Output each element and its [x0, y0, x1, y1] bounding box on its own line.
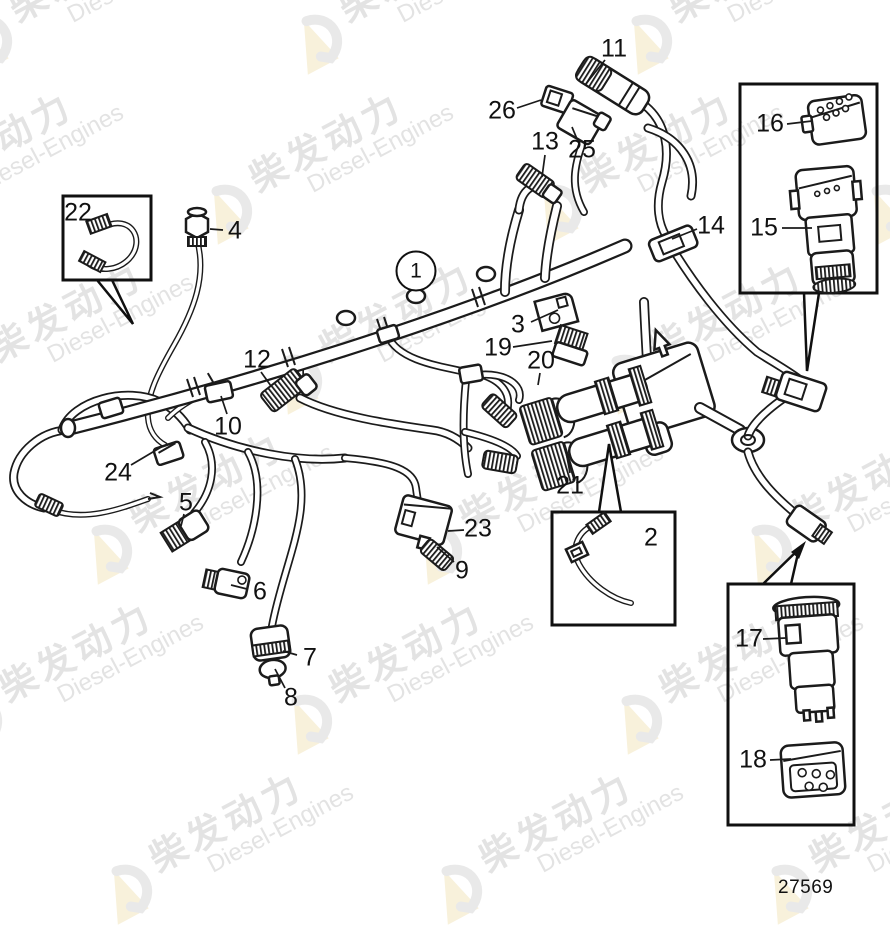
left-branch-connectors — [34, 368, 318, 687]
main-harness-trunks — [14, 104, 799, 626]
connector-18-detail — [779, 741, 847, 799]
callout-26: 26 — [488, 96, 516, 125]
callout-17: 17 — [735, 624, 763, 653]
callout-12: 12 — [243, 345, 271, 374]
callout-16: 16 — [756, 109, 784, 138]
callout-13: 13 — [531, 127, 559, 156]
callout-18: 18 — [739, 745, 767, 774]
leader-line-26 — [516, 99, 542, 109]
right-side-cable — [700, 370, 834, 546]
sensor-19 — [551, 323, 589, 367]
inset-box-22 — [61, 194, 153, 325]
callout-20: 20 — [527, 346, 555, 375]
callout-9: 9 — [455, 556, 469, 585]
leader-line-17 — [762, 637, 787, 640]
callout-10: 10 — [214, 412, 242, 441]
leader-line-20 — [537, 372, 541, 386]
callout-22: 22 — [64, 198, 92, 227]
leader-line-14 — [671, 228, 698, 240]
connector-10 — [203, 372, 235, 404]
callout-24: 24 — [104, 458, 132, 487]
leader-line-3 — [530, 309, 559, 323]
connector-top-right — [760, 370, 828, 413]
callout-5: 5 — [179, 488, 193, 517]
inset-box-2 — [550, 443, 677, 627]
connector-5 — [159, 509, 210, 553]
callout-23: 23 — [464, 514, 492, 543]
elbow-under-tee-1 — [481, 393, 518, 429]
assembly-arrow — [653, 327, 672, 359]
elbow-under-tee-2 — [481, 449, 519, 475]
leader-line-5 — [180, 513, 185, 527]
callout-14: 14 — [697, 211, 725, 240]
callout-4: 4 — [228, 216, 242, 245]
leader-line-12 — [260, 371, 272, 387]
connector-15-detail — [788, 164, 864, 294]
leader-line-11 — [584, 59, 606, 86]
leader-line-6 — [230, 584, 248, 590]
leader-line-21 — [565, 451, 571, 474]
leader-line-18 — [769, 758, 792, 761]
leader-line-8 — [274, 668, 286, 689]
injector-unit-21 — [530, 408, 665, 492]
leader-line-19 — [512, 340, 553, 348]
callout-11: 11 — [601, 34, 627, 63]
callout-7: 7 — [303, 643, 317, 672]
pipe-4-fitting — [184, 206, 210, 247]
leader-line-13 — [541, 154, 546, 178]
bracket-3 — [533, 292, 580, 333]
leader-line-10 — [220, 395, 228, 415]
callout-21: 21 — [556, 471, 584, 500]
connector-17-detail — [772, 595, 841, 724]
leader-line-16 — [786, 120, 813, 125]
leader-line-24 — [130, 445, 164, 466]
callout-15: 15 — [750, 213, 778, 242]
callout-3: 3 — [511, 310, 525, 339]
callout-8: 8 — [284, 683, 298, 712]
leader-line-7 — [282, 650, 298, 656]
part-25 — [556, 98, 612, 146]
connector-7-8 — [249, 624, 292, 687]
callout-1: 1 — [395, 250, 437, 292]
drawing-part-number: 27569 — [778, 877, 834, 898]
callout-19: 19 — [484, 333, 512, 362]
leader-line-25 — [571, 126, 578, 140]
connector-16-detail — [800, 93, 868, 146]
connector-6 — [201, 567, 251, 600]
callout-6: 6 — [253, 577, 267, 606]
connector-bottom-right — [785, 504, 834, 546]
callout-2: 2 — [644, 523, 658, 552]
callout-25: 25 — [568, 135, 596, 164]
